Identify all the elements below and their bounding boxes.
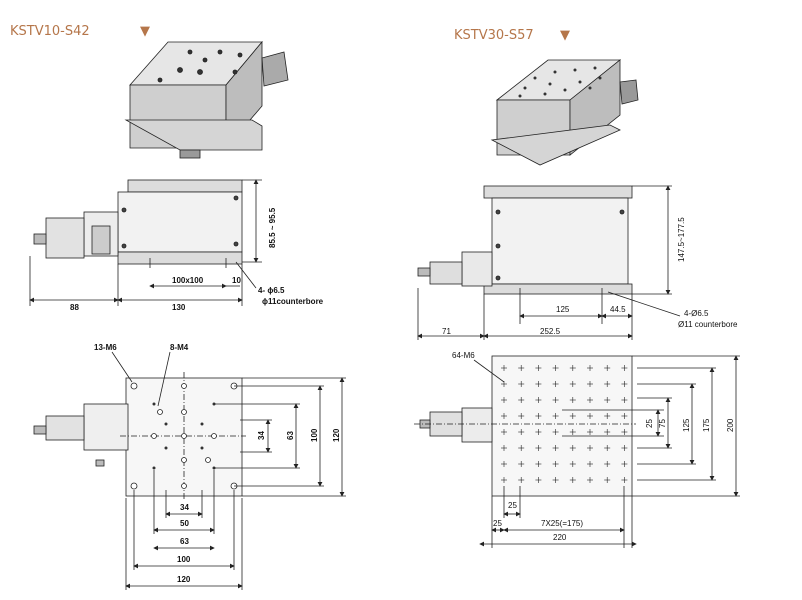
left-top-m4-label: 8-M4	[170, 343, 189, 352]
left-model-title: KSTV10-S42	[10, 24, 90, 39]
left-side-motor-length-label: 88	[70, 303, 79, 312]
left-side-view	[29, 179, 262, 306]
right-top-h25b-label: 25	[493, 519, 502, 528]
right-side-view	[417, 185, 681, 340]
left-top-h63-label: 63	[180, 537, 189, 546]
right-top-hole-grid	[501, 365, 628, 483]
left-top-h120-label: 120	[177, 575, 191, 584]
right-side-motor-length-label: 71	[442, 327, 451, 336]
right-model-marker-icon: ▼	[560, 28, 570, 43]
left-side-span-label: 100x100	[172, 276, 204, 285]
right-top-v75-label: 75	[658, 419, 667, 428]
left-side-holes-label: 4- ϕ6.5	[258, 286, 285, 295]
right-side-width-label: 252.5	[540, 327, 561, 336]
right-model-title: KSTV30-S57	[454, 28, 534, 43]
right-side-height-label: 147.5~177.5	[677, 217, 686, 262]
right-side-offset-label: 44.5	[610, 305, 626, 314]
right-top-v200-label: 200	[726, 418, 735, 432]
left-top-view	[33, 351, 346, 590]
right-top-v125-label: 125	[682, 418, 691, 432]
right-iso-view	[490, 59, 639, 166]
left-top-v100-label: 100	[310, 428, 319, 442]
right-top-h25a-label: 25	[508, 501, 517, 510]
left-iso-view	[124, 40, 289, 159]
right-top-v175-label: 175	[702, 418, 711, 432]
right-top-holes-label: 64-M6	[452, 351, 475, 360]
left-top-h100-label: 100	[177, 555, 191, 564]
left-top-h50-label: 50	[180, 519, 189, 528]
right-side-span-label: 125	[556, 305, 570, 314]
left-top-v34-label: 34	[257, 431, 266, 440]
left-side-width-label: 130	[172, 303, 186, 312]
left-top-v120-label: 120	[332, 428, 341, 442]
left-top-h34-label: 34	[180, 503, 189, 512]
left-side-height-label: 85.5 ~ 95.5	[268, 207, 277, 248]
left-model-marker-icon: ▼	[140, 24, 150, 39]
right-top-h220-label: 220	[553, 533, 567, 542]
right-top-v25-label: 25	[645, 419, 654, 428]
left-top-m6-label: 13-M6	[94, 343, 117, 352]
right-top-pitch-label: 7X25(=175)	[541, 519, 583, 528]
left-side-offset-label: 10	[232, 276, 241, 285]
left-side-counterbore-label: ϕ11counterbore	[262, 297, 324, 306]
right-top-view	[414, 355, 740, 548]
right-side-counterbore-label: Ø11 counterbore	[678, 320, 738, 329]
right-side-holes-label: 4-Ø6.5	[684, 309, 709, 318]
left-top-v63-label: 63	[286, 431, 295, 440]
